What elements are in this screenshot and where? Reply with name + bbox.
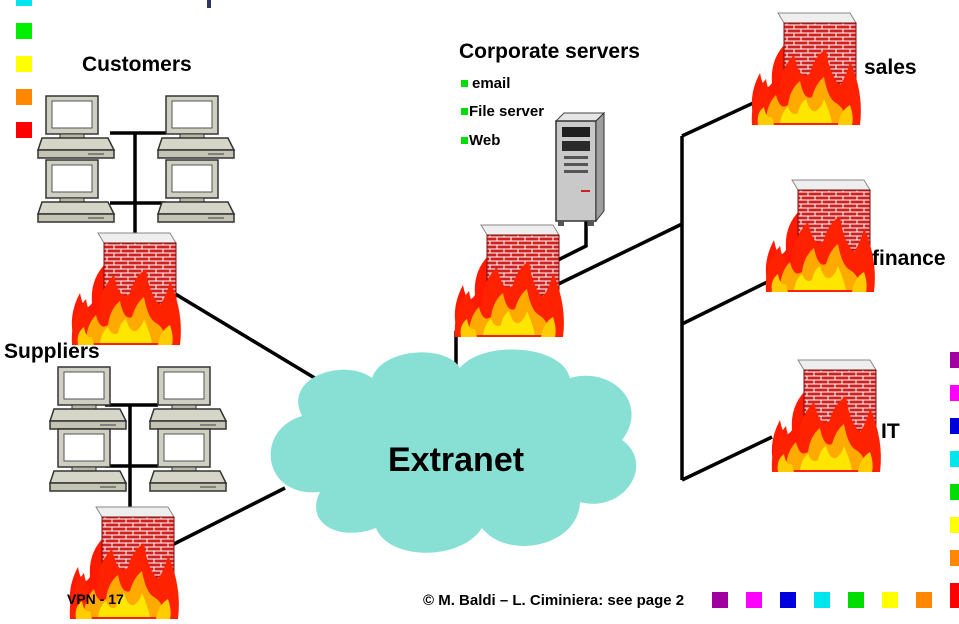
slide-number: VPN - 17 — [67, 591, 124, 607]
service-item: Web — [461, 132, 500, 149]
supplier-pc-icon — [49, 428, 127, 492]
legend-color-square — [950, 484, 959, 500]
legend-color-square — [16, 56, 32, 72]
service-item: email — [461, 75, 510, 92]
legend-color-square — [950, 385, 959, 401]
extranet-cloud — [270, 349, 637, 553]
legend-color-square — [746, 592, 762, 608]
bullet-icon — [461, 107, 468, 115]
legend-color-square — [916, 592, 932, 608]
sales-label: sales — [864, 56, 917, 79]
legend-color-square — [780, 592, 796, 608]
supplier-pc-icon — [49, 366, 127, 430]
legend-color-square — [848, 592, 864, 608]
corporate-server-icon — [555, 112, 605, 227]
customers-label: Customers — [82, 53, 192, 76]
corporate-firewall-icon — [454, 224, 565, 338]
legend-color-square — [950, 418, 959, 434]
legend-color-square — [950, 550, 959, 566]
it-label: IT — [881, 420, 900, 443]
sales-firewall-icon — [751, 12, 862, 126]
top-edge-mark — [207, 0, 211, 8]
legend-color-square — [950, 583, 959, 599]
customer-pc-icon — [157, 159, 235, 223]
customer-pc-icon — [157, 95, 235, 159]
legend-color-square — [16, 23, 32, 39]
legend-color-square — [16, 89, 32, 105]
legend-color-square — [950, 451, 959, 467]
legend-color-square — [16, 122, 32, 138]
legend-color-square — [712, 592, 728, 608]
finance-label: finance — [872, 247, 946, 270]
customer-pc-icon — [37, 95, 115, 159]
customers-firewall-icon — [71, 232, 182, 346]
suppliers-label: Suppliers — [4, 340, 100, 363]
supplier-pc-icon — [149, 366, 227, 430]
corporate-servers-label: Corporate servers — [459, 40, 640, 63]
service-label: Web — [469, 132, 501, 149]
legend-color-square — [814, 592, 830, 608]
bullet-icon — [461, 136, 468, 144]
finance-firewall-icon — [765, 179, 876, 293]
service-label: email — [472, 75, 511, 92]
legend-color-square — [950, 352, 959, 368]
it-firewall-icon — [771, 359, 882, 473]
customer-pc-icon — [37, 159, 115, 223]
service-label: File server — [469, 103, 545, 120]
legend-color-square — [16, 0, 32, 6]
supplier-pc-icon — [149, 428, 227, 492]
legend-color-square — [882, 592, 898, 608]
copyright-footer: © M. Baldi – L. Ciminiera: see page 2 — [423, 592, 685, 609]
legend-color-square — [950, 517, 959, 533]
supplier-pcs — [49, 366, 227, 492]
service-item: File server — [461, 103, 544, 120]
legend-color-square — [950, 592, 959, 608]
extranet-label: Extranet — [388, 441, 525, 479]
bullet-icon — [461, 79, 468, 87]
